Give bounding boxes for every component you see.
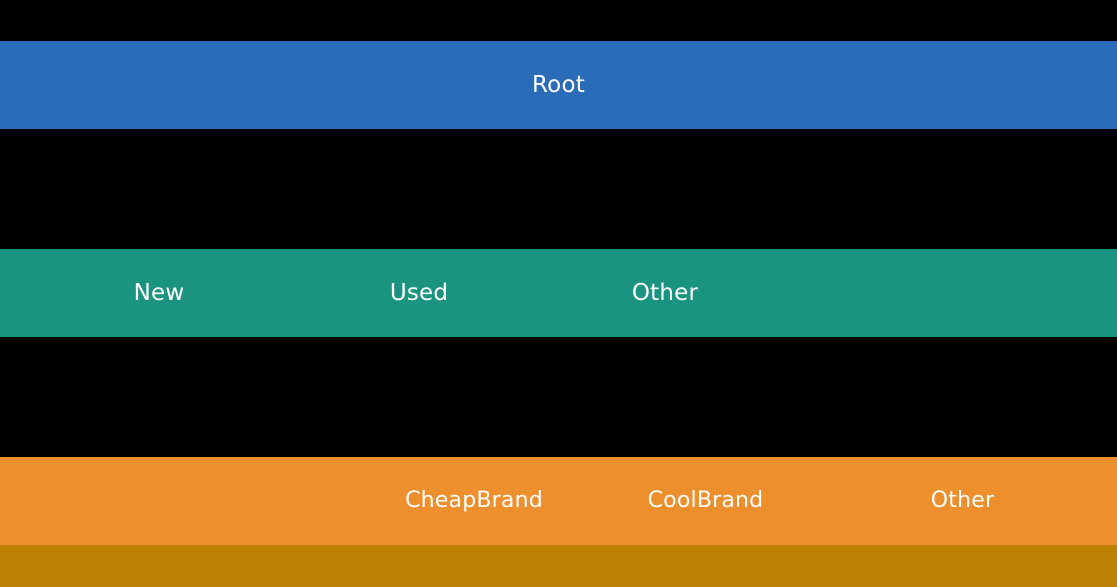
icicle-node-label: Other bbox=[631, 279, 699, 306]
icicle-node-brand-other[interactable]: Other bbox=[808, 457, 1117, 545]
icicle-node-brand-coolbrand[interactable]: CoolBrand bbox=[603, 457, 808, 545]
icicle-node-category-blank-3[interactable] bbox=[810, 249, 1117, 337]
icicle-node-brand-blank-0[interactable] bbox=[0, 457, 345, 545]
icicle-node-label: Used bbox=[389, 279, 449, 306]
icicle-level-root: Root bbox=[0, 41, 1117, 129]
icicle-node-label: Other bbox=[930, 488, 995, 513]
icicle-node-label: CoolBrand bbox=[647, 488, 764, 513]
icicle-node-category-used[interactable]: Used bbox=[318, 249, 520, 337]
icicle-node-root-root[interactable]: Root bbox=[0, 41, 1117, 129]
icicle-node-label: New bbox=[133, 279, 185, 306]
icicle-level-brand: CheapBrand CoolBrand Other bbox=[0, 457, 1117, 545]
icicle-node-brand-cheapbrand[interactable]: CheapBrand bbox=[345, 457, 603, 545]
icicle-node-label: CheapBrand bbox=[405, 488, 543, 513]
icicle-node-sub-brand-blank-0[interactable] bbox=[0, 545, 1117, 587]
icicle-level-category: New Used Other bbox=[0, 249, 1117, 337]
icicle-node-category-new[interactable]: New bbox=[0, 249, 318, 337]
icicle-level-sub-brand bbox=[0, 545, 1117, 587]
icicle-node-label: Root bbox=[532, 71, 585, 98]
icicle-node-category-other[interactable]: Other bbox=[520, 249, 810, 337]
